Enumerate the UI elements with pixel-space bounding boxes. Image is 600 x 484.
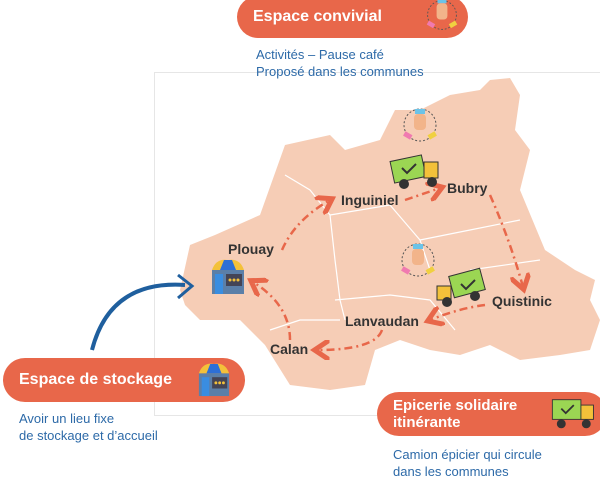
town-calan: Calan xyxy=(270,341,309,357)
espace-stockage-description: Avoir un lieu fixe de stockage et d’accu… xyxy=(19,410,158,444)
desc-line: de stockage et d’accueil xyxy=(19,428,158,443)
town-quistinic: Quistinic xyxy=(492,293,552,309)
stockage-arrow xyxy=(90,282,186,351)
store-icon xyxy=(198,363,230,397)
epicerie-badge: Epicerie solidaire itinérante xyxy=(377,392,600,436)
espace-stockage-title: Espace de stockage xyxy=(19,371,172,388)
espace-convivial-title: Espace convivial xyxy=(253,8,382,25)
espace-stockage-badge: Espace de stockage xyxy=(3,358,245,402)
territory-shape xyxy=(180,78,600,390)
town-bubry: Bubry xyxy=(447,180,488,196)
truck-icon xyxy=(551,399,594,429)
desc-line: Activités – Pause café xyxy=(256,47,384,62)
desc-line: dans les communes xyxy=(393,464,509,479)
truck-icon xyxy=(389,154,439,189)
espace-convivial-badge: Espace convivial xyxy=(237,0,468,38)
desc-line: Camion épicier qui circule xyxy=(393,447,542,462)
epicerie-title-line: Epicerie solidaire xyxy=(393,397,518,414)
epicerie-title-line: itinérante xyxy=(393,414,461,431)
route xyxy=(253,188,523,350)
store-icon xyxy=(212,259,244,294)
town-plouay: Plouay xyxy=(228,241,274,257)
town-inguiniel: Inguiniel xyxy=(341,192,399,208)
truck-icon xyxy=(436,267,486,307)
espace-convivial-description: Activités – Pause café Proposé dans les … xyxy=(256,46,424,80)
desc-line: Avoir un lieu fixe xyxy=(19,411,115,426)
hands-icon xyxy=(401,243,435,277)
town-lanvaudan: Lanvaudan xyxy=(345,313,419,329)
hands-icon xyxy=(403,108,437,142)
desc-line: Proposé dans les communes xyxy=(256,64,424,79)
epicerie-description: Camion épicier qui circule dans les comm… xyxy=(393,446,542,480)
hands-icon xyxy=(426,0,458,30)
